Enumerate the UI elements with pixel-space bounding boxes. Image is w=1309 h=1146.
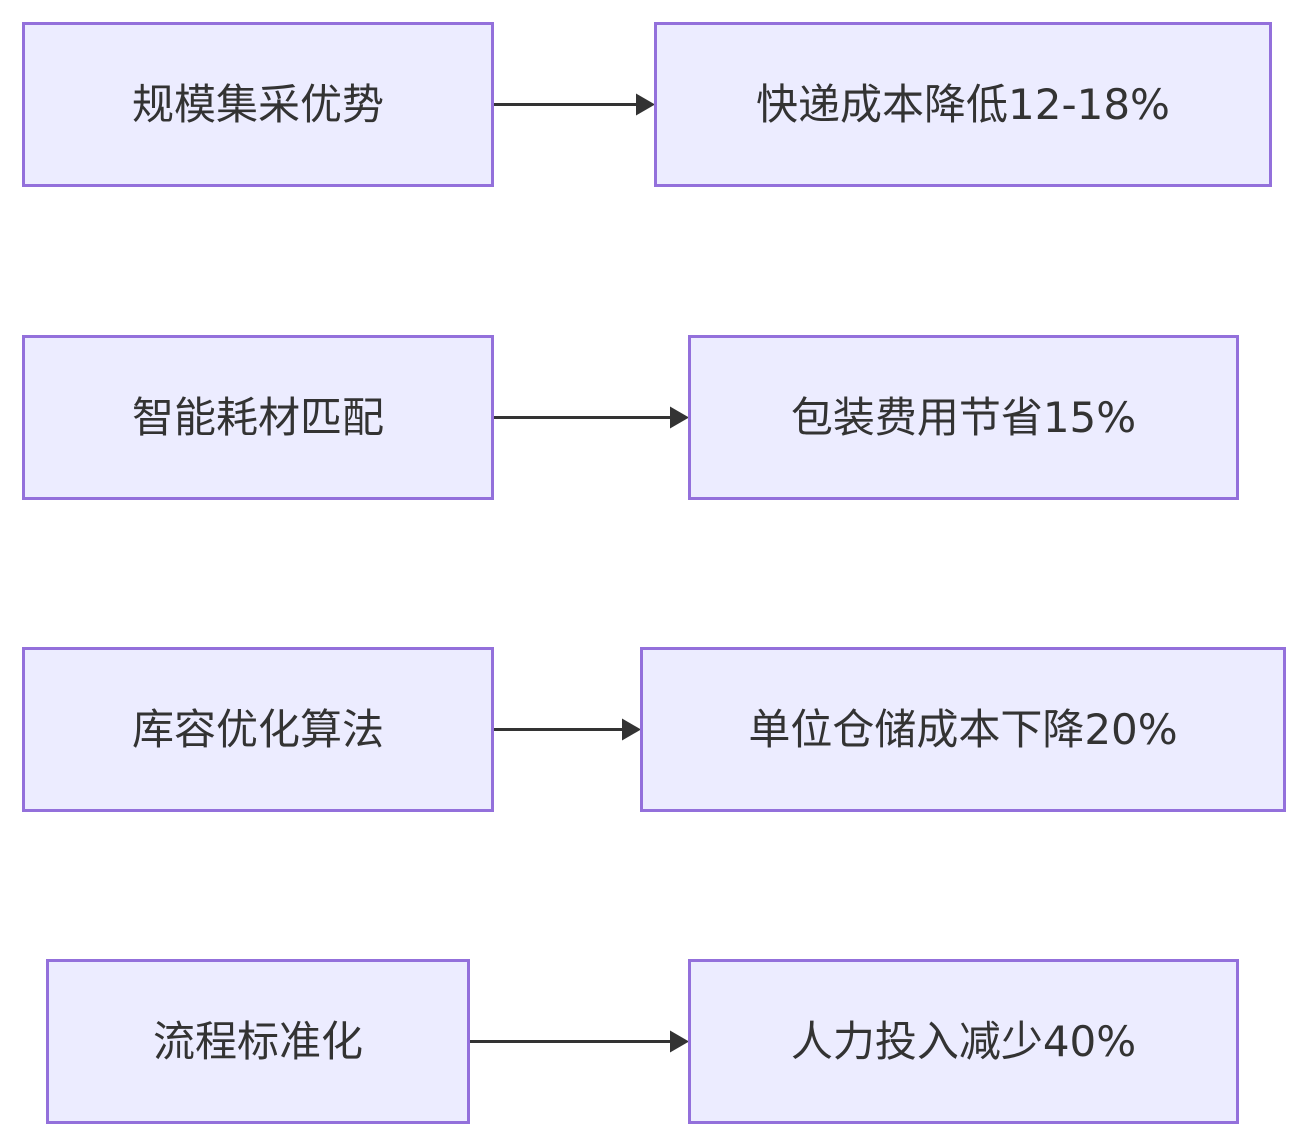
source-node-label: 规模集采优势 [132,80,384,129]
target-node-label: 人力投入减少40% [791,1017,1136,1066]
target-node-warehouse-cost: 单位仓储成本下降20% [640,647,1286,812]
source-node-label: 智能耗材匹配 [132,393,384,442]
arrowhead-icon [636,93,655,116]
source-node-process-standardization: 流程标准化 [46,959,470,1124]
arrowhead-icon [670,1030,689,1053]
mapping-row: 智能耗材匹配 包装费用节省15% [22,335,1239,500]
target-node-label: 包装费用节省15% [791,393,1136,442]
source-node-smart-packaging: 智能耗材匹配 [22,335,494,500]
source-node-scale-procurement: 规模集采优势 [22,22,494,187]
source-node-storage-algorithm: 库容优化算法 [22,647,494,812]
mapping-row: 库容优化算法 单位仓储成本下降20% [22,647,1286,812]
mapping-row: 规模集采优势 快递成本降低12-18% [22,22,1272,187]
target-node-packaging-savings: 包装费用节省15% [688,335,1239,500]
source-node-label: 流程标准化 [153,1017,363,1066]
arrowhead-icon [622,718,641,741]
target-node-labor-reduction: 人力投入减少40% [688,959,1239,1124]
source-node-label: 库容优化算法 [132,705,384,754]
arrowhead-icon [670,406,689,429]
mapping-row: 流程标准化 人力投入减少40% [46,959,1239,1124]
target-node-express-cost: 快递成本降低12-18% [654,22,1272,187]
target-node-label: 单位仓储成本下降20% [748,705,1177,754]
target-node-label: 快递成本降低12-18% [756,80,1170,129]
